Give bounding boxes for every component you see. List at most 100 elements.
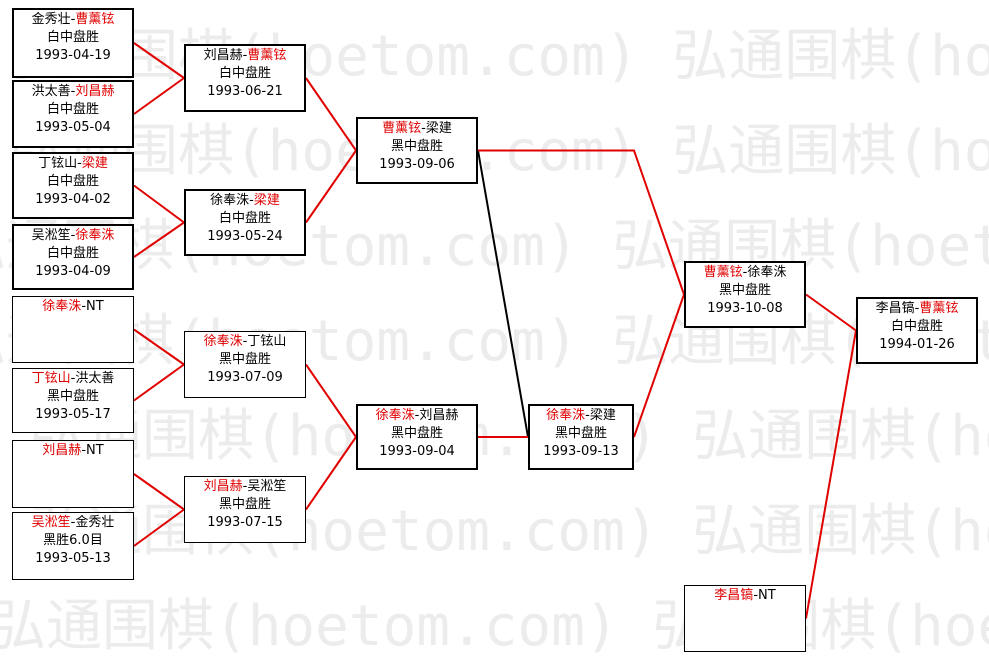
match-date: 1993-05-04	[35, 120, 111, 135]
separator: -	[421, 121, 426, 136]
connector-r2m4-r3m2	[305, 436, 357, 511]
connector-r2m2-r3m1	[305, 149, 357, 224]
player-one: 丁铉山	[31, 371, 71, 386]
match-players: 徐奉洙-梁建	[186, 192, 304, 210]
watermark-text: 弘通围棋(hoetom.com) 弘通围棋(hoetom.com)	[0, 309, 989, 374]
player-two: NT	[758, 588, 776, 603]
connector-r1m2-r2m1	[133, 77, 185, 115]
match-players: 曹薰铉-徐奉洙	[686, 264, 804, 282]
separator: -	[753, 588, 759, 603]
connector-r1m8-r2m4	[133, 508, 185, 547]
match-players: 丁铉山-洪太善	[13, 370, 133, 388]
match-players: 李昌镐-曹薰铉	[858, 300, 976, 318]
player-one: 刘昌赫	[203, 48, 243, 63]
separator: -	[742, 265, 748, 280]
separator: -	[242, 334, 248, 349]
player-two: 丁铉山	[247, 334, 287, 349]
player-two: 梁建	[253, 193, 280, 208]
player-one: 曹薰铉	[703, 265, 743, 280]
match-date: 1993-05-17	[35, 407, 111, 422]
watermark-text: 弘通围棋(hoetom.com) 弘通围棋(hoetom.com)	[10, 24, 989, 89]
separator: -	[914, 301, 920, 316]
player-two: 曹薰铉	[75, 12, 115, 27]
connector-r3m1-r5m1	[478, 149, 685, 295]
connector-r1m4-r2m2	[133, 221, 185, 258]
match-box-r1m7: 刘昌赫-NT	[12, 440, 134, 508]
match-date: 1993-07-15	[207, 515, 283, 530]
separator: -	[81, 299, 87, 314]
connector-r4m1-r5m1	[633, 294, 685, 438]
separator: -	[249, 193, 254, 208]
match-result: 黑中盘胜	[554, 426, 607, 441]
match-result: 白中盘胜	[46, 102, 99, 117]
match-result: 白中盘胜	[46, 174, 99, 189]
match-players: 徐奉洙-梁建	[530, 407, 632, 425]
player-one: 丁铉山	[38, 156, 78, 171]
match-date: 1993-05-13	[35, 551, 111, 566]
match-players: 丁铉山-梁建	[14, 155, 132, 173]
match-players: 刘昌赫-吴淞笙	[185, 478, 305, 496]
watermark-text: 弘通围棋(hoetom.com) 弘通围棋(hoetom.com)	[30, 404, 989, 469]
watermark-text: 弘通围棋(hoetom.com) 弘通围棋(hoetom.com)	[0, 214, 989, 279]
player-two: 曹薰铉	[247, 48, 287, 63]
match-players: 吴淞笙-金秀壮	[13, 514, 133, 532]
connector-r1m1-r2m1	[133, 42, 185, 79]
player-one: 刘昌赫	[203, 479, 243, 494]
player-one: 吴淞笙	[31, 515, 71, 530]
player-two: 梁建	[81, 156, 108, 171]
connector-r5m1-final	[805, 293, 857, 332]
player-two: 刘昌赫	[75, 84, 115, 99]
player-two: 徐奉洙	[747, 265, 787, 280]
match-box-r1m3: 丁铉山-梁建白中盘胜 1993-04-02	[12, 152, 134, 219]
connector-r1m6-r2m3	[133, 363, 185, 402]
separator: -	[81, 443, 87, 458]
separator: -	[242, 48, 248, 63]
separator: -	[70, 371, 76, 386]
match-players: 徐奉洙-丁铉山	[185, 333, 305, 351]
match-players: 徐奉洙-刘昌赫	[358, 407, 476, 425]
player-two: 曹薰铉	[919, 301, 959, 316]
player-one: 曹薰铉	[382, 121, 422, 136]
player-two: NT	[86, 443, 104, 458]
player-one: 洪太善	[31, 84, 71, 99]
match-box-r5m2: 李昌镐-NT	[684, 585, 806, 652]
match-date: 1993-09-04	[379, 444, 455, 459]
separator: -	[70, 84, 76, 99]
player-two: 梁建	[425, 121, 452, 136]
match-date: 1993-04-02	[35, 192, 111, 207]
separator: -	[242, 479, 248, 494]
match-players: 吴淞笙-徐奉洙	[14, 227, 132, 245]
match-players: 洪太善-刘昌赫	[14, 83, 132, 101]
match-date: 1993-04-19	[35, 48, 111, 63]
match-date: 1993-10-08	[707, 301, 783, 316]
match-result: 白中盘胜	[218, 211, 271, 226]
watermark-text: 弘通围棋(hoetom.com) 弘通围棋(hoetom.com)	[0, 594, 989, 659]
player-one: 徐奉洙	[42, 299, 82, 314]
player-two: NT	[86, 299, 104, 314]
connector-r1m3-r2m2	[133, 184, 185, 224]
match-result: 白中盘胜	[46, 246, 99, 261]
match-date: 1993-04-09	[35, 264, 111, 279]
match-result: 黑胜6.0目	[43, 533, 103, 548]
match-date: 1993-07-09	[207, 370, 283, 385]
player-one: 刘昌赫	[42, 443, 82, 458]
match-result: 黑中盘胜	[390, 426, 443, 441]
player-one: 徐奉洙	[375, 408, 415, 423]
match-players: 李昌镐-NT	[685, 587, 805, 605]
watermark-text: 弘通围棋(hoetom.com) 弘通围棋(hoetom.com)	[30, 499, 989, 564]
separator: -	[414, 408, 420, 423]
player-two: 金秀壮	[75, 515, 115, 530]
separator: -	[585, 408, 590, 423]
match-date: 1993-09-06	[379, 157, 455, 172]
separator: -	[70, 515, 76, 530]
player-two: 梁建	[589, 408, 616, 423]
player-one: 徐奉洙	[546, 408, 586, 423]
